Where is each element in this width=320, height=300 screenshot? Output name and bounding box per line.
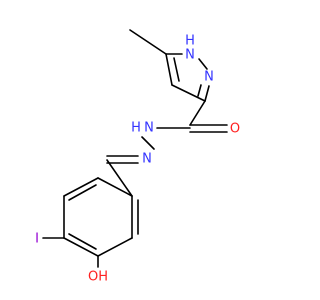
bond-ring-b (97, 237, 133, 257)
atom-label-imine-n: N (142, 152, 152, 167)
bond-methyl (129, 29, 167, 55)
bond-n-n (141, 136, 155, 150)
bond-ring-c-inner (68, 233, 97, 250)
bond-ring-e-inner (68, 184, 97, 201)
bond-n1-n2 (198, 58, 208, 70)
atom-label-iodine: I (35, 232, 39, 247)
atom-label-nh-h: H (185, 34, 195, 49)
bond-c5-c4 (165, 53, 173, 86)
bond-c3-n2 (204, 85, 210, 102)
atom-label-n2: N (204, 70, 214, 85)
atom-label-hydroxyl: OH (88, 270, 108, 285)
chemical-structure: H N N H N O N I OH (35, 29, 240, 285)
bond-c3-carbonyl (189, 100, 206, 126)
atom-label-n1: N (185, 48, 195, 63)
atom-label-carbonyl-o: O (230, 122, 240, 137)
bond-ch-ring (106, 159, 133, 197)
atom-label-amide-h: H (131, 121, 141, 136)
atom-label-amide-n: N (144, 121, 154, 136)
bond-ring-e (63, 177, 99, 197)
bond-ring-c (63, 237, 99, 257)
bond-c3-n2-inner (197, 84, 202, 97)
bond-ring-f (97, 177, 133, 197)
bond-c4-c3 (171, 84, 206, 102)
bond-c5-c4-inner (173, 57, 180, 82)
